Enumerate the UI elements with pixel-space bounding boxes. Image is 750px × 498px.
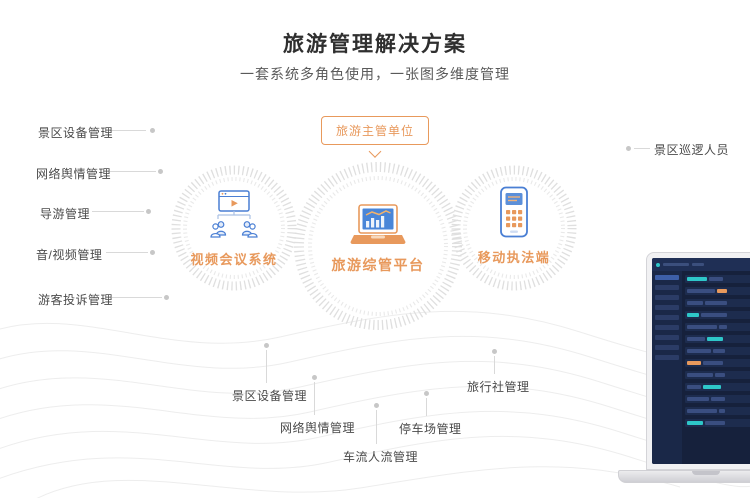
dashboard-row — [685, 323, 750, 331]
connector-dot — [492, 349, 497, 354]
video-conference-icon — [210, 190, 258, 238]
connector-line — [112, 297, 162, 298]
dashboard-sidebar-item — [655, 345, 679, 350]
dashboard-menu-bar — [692, 263, 704, 266]
dashboard-sidebar-item — [655, 335, 679, 340]
dashboard-logo-dot — [656, 262, 660, 267]
connector-line — [426, 398, 427, 416]
node-video-conference: 视频会议系统 — [174, 190, 294, 268]
connector-dot — [374, 403, 379, 408]
bottom-item-travel-agency: 旅行社管理 — [467, 380, 530, 394]
dashboard-sidebar-item — [655, 275, 679, 280]
connector-line — [92, 211, 144, 212]
right-item-patrol-staff: 景区巡逻人员 — [654, 143, 730, 157]
chevron-down-icon — [368, 145, 382, 158]
authority-label: 旅游主管单位 — [320, 116, 430, 145]
connector-line — [494, 356, 495, 374]
node-platform: 旅游综管平台 — [303, 204, 453, 275]
bottom-item-traffic-flow: 车流人流管理 — [343, 450, 419, 464]
left-item-audio-video: 音/视频管理 — [36, 248, 103, 262]
connector-dot — [424, 391, 429, 396]
connector-dot — [626, 146, 631, 151]
dashboard-row — [685, 395, 750, 403]
connector-dot — [312, 375, 317, 380]
bottom-item-parking: 停车场管理 — [399, 422, 462, 436]
dashboard-row — [685, 347, 750, 355]
left-item-public-opinion: 网络舆情管理 — [36, 167, 112, 181]
dashboard-row — [685, 359, 750, 367]
bottom-item-public-opinion: 网络舆情管理 — [280, 421, 356, 435]
connector-line — [106, 252, 148, 253]
dashboard-row — [685, 275, 750, 283]
connector-dot — [150, 128, 155, 133]
connector-dot — [264, 343, 269, 348]
dashboard-row — [685, 287, 750, 295]
connector-line — [634, 148, 650, 149]
connector-dot — [146, 209, 151, 214]
left-item-tour-guide: 导游管理 — [40, 207, 91, 221]
dashboard-row — [685, 419, 750, 427]
dashboard-sidebar-item — [655, 325, 679, 330]
connector-dot — [158, 169, 163, 174]
node-mobile-enforcement: 移动执法端 — [454, 186, 574, 266]
bottom-item-scenic-equipment: 景区设备管理 — [232, 389, 308, 403]
page-title: 旅游管理解决方案 — [283, 33, 467, 56]
dashboard-sidebar — [652, 271, 682, 464]
dashboard-row — [685, 335, 750, 343]
contour-background — [0, 310, 750, 498]
mobile-terminal-icon — [500, 186, 528, 238]
dashboard-sidebar-item — [655, 355, 679, 360]
dashboard-sidebar-item — [655, 285, 679, 290]
dashboard-sidebar-item — [655, 295, 679, 300]
connector-line — [314, 382, 315, 415]
dashboard-row — [685, 383, 750, 391]
node-label-platform: 旅游综管平台 — [331, 257, 425, 273]
dashboard-sidebar-item — [655, 315, 679, 320]
left-item-complaints: 游客投诉管理 — [38, 293, 114, 307]
ring-video-conference — [168, 162, 300, 299]
node-label-video-conference: 视频会议系统 — [190, 252, 278, 267]
connector-dot — [150, 250, 155, 255]
dashboard-preview — [652, 258, 750, 464]
dashboard-row — [685, 371, 750, 379]
connector-line — [110, 171, 156, 172]
connector-dot — [164, 295, 169, 300]
dashboard-row — [685, 407, 750, 415]
dashboard-header — [652, 258, 750, 271]
dashboard-row — [685, 299, 750, 307]
ring-mobile-enforcement — [448, 162, 580, 299]
connector-line — [266, 350, 267, 383]
laptop-mockup-screen — [646, 252, 750, 470]
dashboard-sidebar-item — [655, 305, 679, 310]
dashboard-row — [685, 311, 750, 319]
left-item-scenic-equipment: 景区设备管理 — [38, 126, 114, 140]
node-label-mobile-enforcement: 移动执法端 — [477, 250, 551, 265]
laptop-mockup-base — [618, 470, 750, 483]
page-subtitle: 一套系统多角色使用，一张图多维度管理 — [240, 66, 510, 82]
connector-line — [376, 410, 377, 444]
laptop-chart-icon — [350, 204, 406, 245]
ring-platform — [290, 158, 466, 339]
connector-line — [110, 130, 146, 131]
dashboard-content — [682, 271, 750, 464]
dashboard-title-bar — [663, 263, 689, 266]
